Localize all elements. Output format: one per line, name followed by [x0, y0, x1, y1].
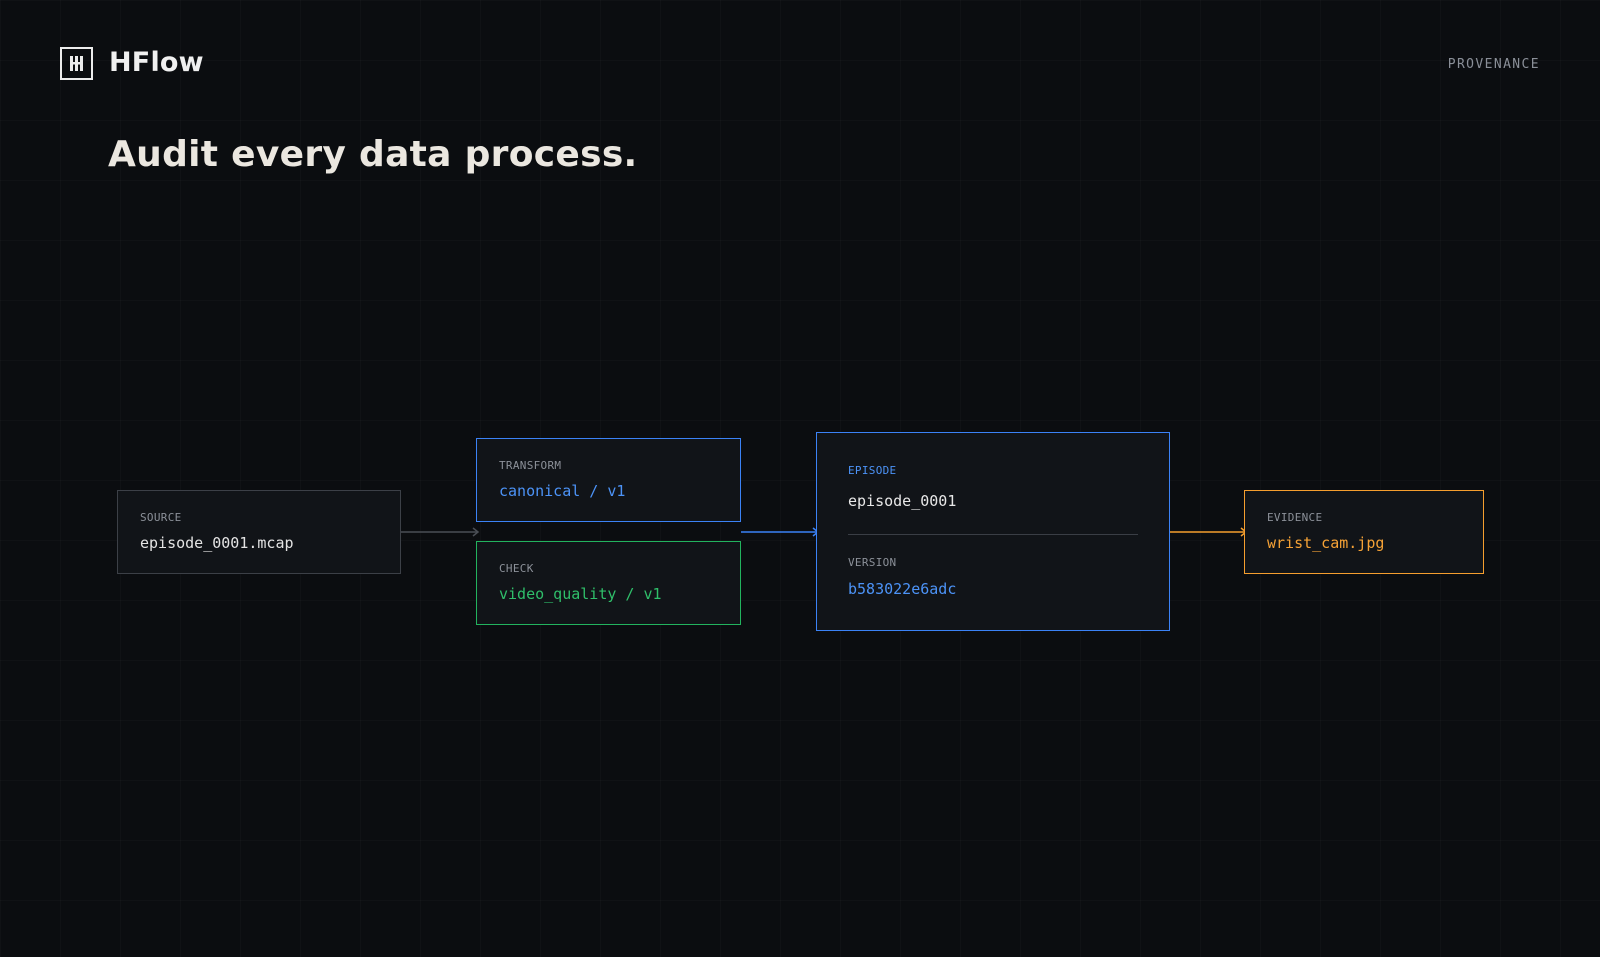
transform-value: canonical / v1	[499, 482, 626, 500]
evidence-kicker: EVIDENCE	[1267, 511, 1323, 524]
version-kicker: VERSION	[848, 556, 897, 569]
logo-glyph	[70, 56, 83, 71]
check-value: video_quality / v1	[499, 585, 662, 603]
episode-kicker: EPISODE	[848, 464, 897, 477]
source-node[interactable]: SOURCE episode_0001.mcap	[117, 490, 401, 574]
episode-node[interactable]: EPISODE episode_0001 VERSION b583022e6ad…	[816, 432, 1170, 631]
episode-value: episode_0001	[848, 492, 957, 510]
version-value: b583022e6adc	[848, 580, 957, 598]
evidence-value: wrist_cam.jpg	[1267, 534, 1385, 552]
hflow-logo-icon[interactable]	[60, 47, 93, 80]
check-node[interactable]: CHECK video_quality / v1	[476, 541, 741, 625]
source-kicker: SOURCE	[140, 511, 182, 524]
connector-source-arrowhead	[472, 527, 480, 537]
episode-divider	[848, 534, 1138, 535]
page-headline: Audit every data process.	[108, 134, 638, 175]
check-kicker: CHECK	[499, 562, 534, 575]
top-header: HFlow PROVENANCE	[60, 47, 1540, 83]
transform-node[interactable]: TRANSFORM canonical / v1	[476, 438, 741, 522]
nav-provenance-link[interactable]: PROVENANCE	[1447, 57, 1540, 72]
brand-name[interactable]: HFlow	[109, 47, 204, 78]
evidence-node[interactable]: EVIDENCE wrist_cam.jpg	[1244, 490, 1484, 574]
transform-kicker: TRANSFORM	[499, 459, 562, 472]
source-value: episode_0001.mcap	[140, 534, 294, 552]
